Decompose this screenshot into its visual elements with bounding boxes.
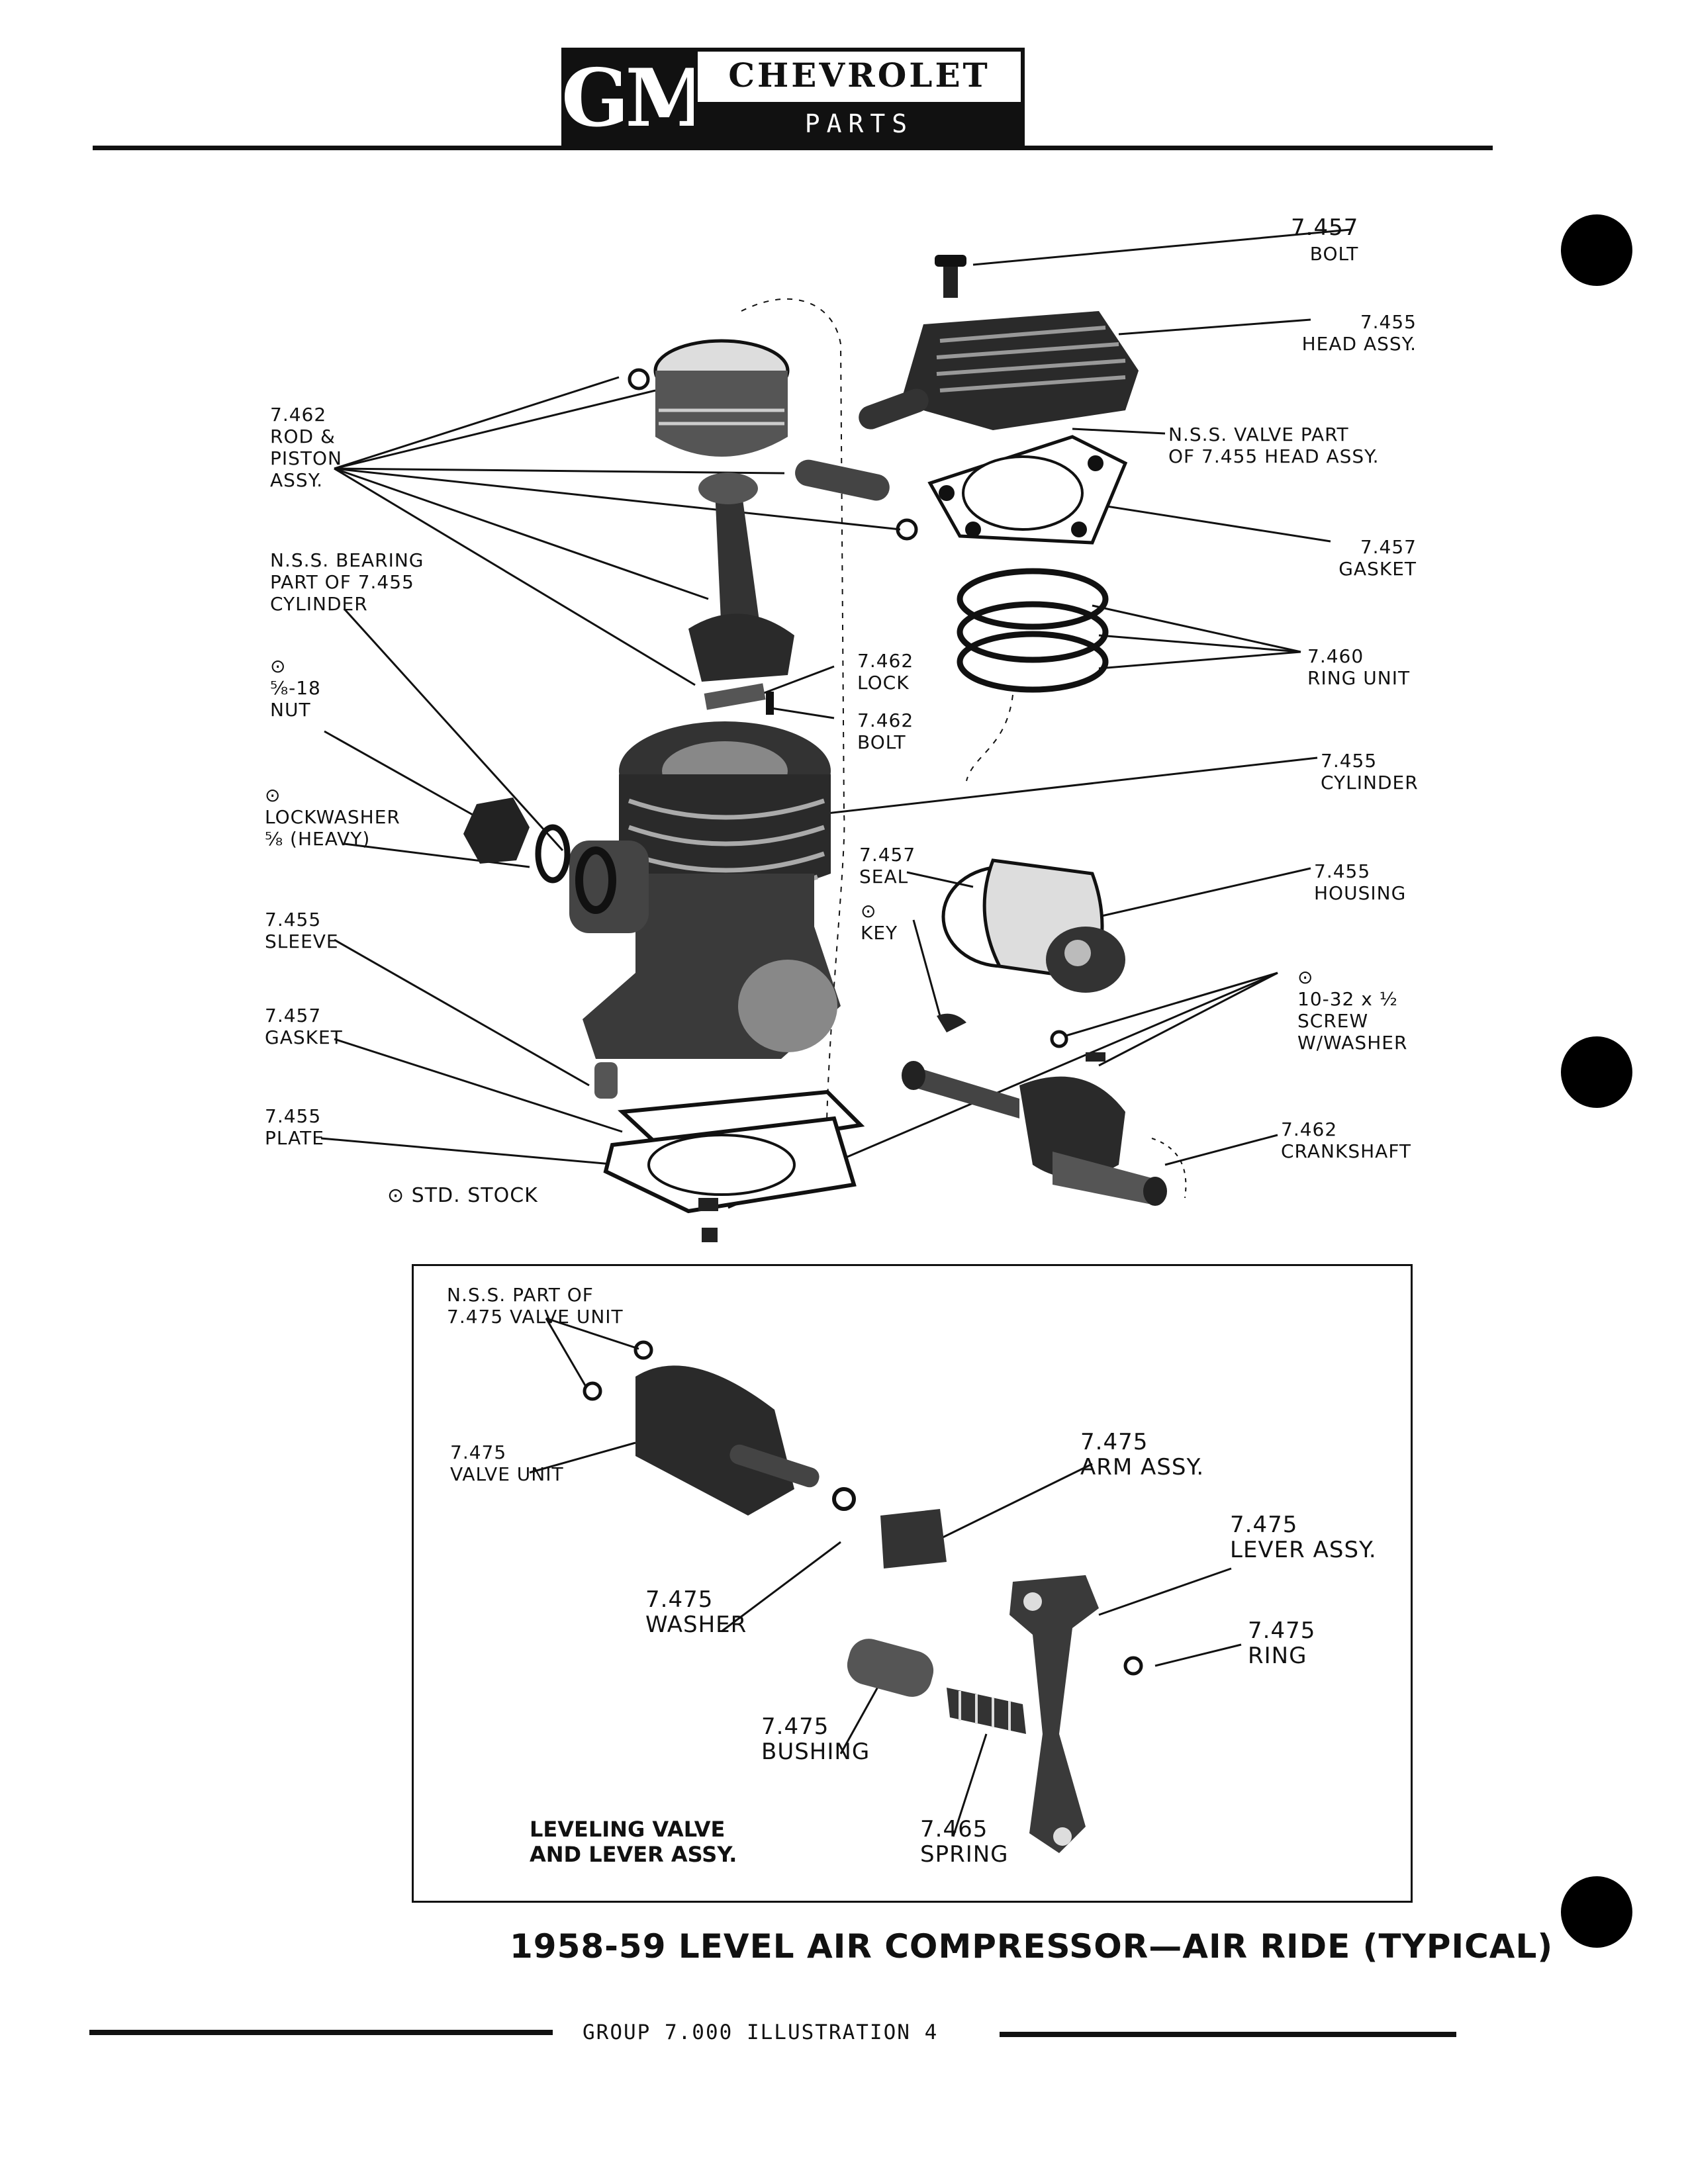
binder-hole-bottom: [1561, 1876, 1632, 1948]
binder-hole-middle: [1561, 1036, 1632, 1108]
inset-label-arm-assy: 7.475 ARM ASSY.: [1080, 1429, 1205, 1480]
illustration-title: 1958-59 LEVEL AIR COMPRESSOR—AIR RIDE (T…: [510, 1927, 1554, 1966]
label-lockwasher: ⊙ LOCKWASHER ⅝ (HEAVY): [265, 784, 400, 850]
header-rule: [93, 146, 1493, 150]
inset-label-washer: 7.475 WASHER: [645, 1586, 747, 1638]
inset-caption: LEVELING VALVE AND LEVER ASSY.: [530, 1817, 737, 1867]
inset-drawing: [529, 1317, 1242, 1853]
parts-drawing: [463, 255, 1187, 1242]
inset-label-bushing: 7.475 BUSHING: [761, 1713, 870, 1765]
footer-rule-right: [1000, 2032, 1456, 2037]
brand-name: CHEVROLET: [728, 56, 990, 95]
label-nut: ⊙ ⅝-18 NUT: [270, 655, 321, 721]
inset-label-nss-valve: N.S.S. PART OF 7.475 VALVE UNIT: [447, 1284, 624, 1328]
inset-label-spring: 7.465 SPRING: [920, 1816, 1009, 1868]
inset-label-lever-assy: 7.475 LEVER ASSY.: [1230, 1512, 1377, 1563]
label-valve-part: N.S.S. VALVE PART OF 7.455 HEAD ASSY.: [1168, 424, 1380, 467]
label-std-stock: ⊙ STD. STOCK: [387, 1184, 538, 1207]
binder-hole-top: [1561, 214, 1632, 286]
label-key: ⊙ KEY: [861, 900, 898, 944]
gm-logo: GM: [561, 48, 713, 150]
inset-frame: [412, 1264, 1413, 1903]
inset-label-ring: 7.475 RING: [1248, 1617, 1316, 1669]
label-rod-piston: 7.462 ROD & PISTON ASSY.: [270, 404, 343, 491]
footer-group-label: GROUP 7.000 ILLUSTRATION 4: [583, 2021, 939, 2044]
label-bearing: N.S.S. BEARING PART OF 7.455 CYLINDER: [270, 549, 424, 615]
inset-label-valve-unit: 7.475 VALVE UNIT: [450, 1441, 564, 1485]
brand-box: CHEVROLET PARTS CATALOGUE: [694, 48, 1025, 182]
catalogue-subtitle: PARTS CATALOGUE: [698, 102, 1021, 182]
footer-rule-left: [89, 2030, 553, 2035]
label-screw: ⊙ 10-32 x ½ SCREW W/WASHER: [1297, 966, 1408, 1054]
